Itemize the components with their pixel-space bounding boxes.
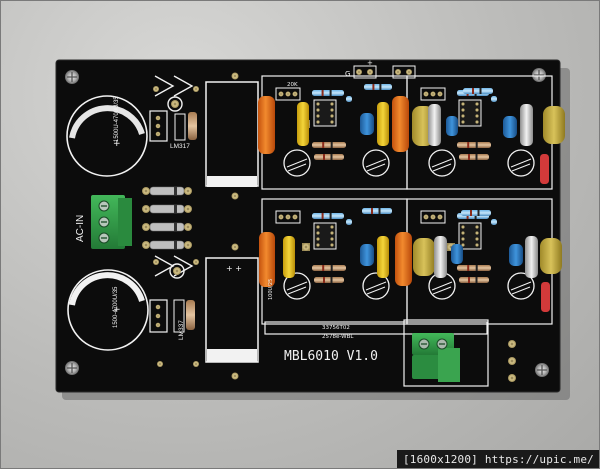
- resistor: [362, 208, 392, 214]
- film-cap-yellow: [283, 236, 295, 278]
- ac-in-terminal-block: [91, 195, 132, 249]
- board-model-label: MBL6010 V1.0: [284, 349, 378, 364]
- regulator-pos-label: LM317: [170, 143, 190, 150]
- ic-socket: [458, 99, 482, 127]
- part-sub-label: 2578e-WBL: [322, 334, 354, 340]
- box-cap-blue: [446, 116, 458, 136]
- resistor: [312, 90, 344, 96]
- resistor: [491, 96, 497, 102]
- svg-text:+ +: + +: [226, 264, 242, 273]
- filter-cap-outline-top: [66, 95, 148, 177]
- mount-screws: [65, 68, 549, 377]
- box-cap-blue: [360, 244, 374, 266]
- part-code-label: 33756T02: [322, 325, 350, 331]
- ic-socket: [313, 222, 337, 250]
- film-cap-orange: [392, 96, 409, 152]
- trim-pot-outline: [420, 210, 446, 224]
- filter-cap-label-bottom: 1500-4700U/35: [113, 286, 119, 328]
- film-cap-olive: [413, 238, 435, 276]
- box-cap-blue: [451, 244, 463, 264]
- resistor: [364, 84, 392, 90]
- film-cap-silver: [428, 104, 441, 146]
- film-cap-silver: [434, 236, 447, 278]
- film-cap-olive: [543, 106, 565, 144]
- electrolytic-cap-outline: [507, 149, 535, 177]
- pad-plus-label: +: [367, 59, 373, 67]
- film-cap-orange: [259, 232, 275, 287]
- pot-label: 20K: [287, 82, 298, 88]
- box-cap-blue: [360, 113, 374, 135]
- amplifier-channels: [258, 84, 565, 312]
- film-cap-orange: [258, 96, 275, 154]
- electrolytic-cap-outline: [283, 149, 311, 177]
- resistor: [314, 277, 344, 283]
- rectifier-diodes: [142, 186, 192, 250]
- resistor: [457, 142, 491, 148]
- electrolytic-cap-outline: [507, 272, 535, 300]
- ac-in-label: AC-IN: [75, 215, 86, 242]
- pad-g-label: G: [345, 70, 350, 78]
- electrolytic-cap-outline: [428, 149, 456, 177]
- film-cap-silver: [520, 104, 533, 146]
- watermark: [1600x1200] https://upic.me/: [396, 450, 600, 469]
- resistor: [459, 277, 489, 283]
- output-terminal-block: [412, 333, 460, 382]
- trim-pot-outline: [420, 87, 446, 101]
- filter-cap-outline-bottom: [67, 269, 149, 351]
- ic-socket: [458, 222, 482, 250]
- top-input-pads: [353, 65, 416, 79]
- resistor: [463, 88, 493, 94]
- resistor: [459, 154, 489, 160]
- led-pad-top: [154, 75, 194, 112]
- resistor: [461, 210, 491, 216]
- electrolytic-cap-outline: [362, 149, 390, 177]
- trim-pot-outline: [275, 210, 301, 224]
- filter-cap-label-top: 1500U-4700U/35: [114, 96, 120, 142]
- cap-100u-label: 100U/25: [268, 279, 274, 300]
- svg-text:+: +: [113, 305, 121, 315]
- resistor: [312, 213, 344, 219]
- box-cap-blue: [503, 116, 517, 138]
- resistor: [346, 96, 352, 102]
- film-cap-yellow: [377, 102, 389, 146]
- electrolytic-cap-outline: [283, 272, 311, 300]
- resistor: [491, 219, 497, 225]
- resistor: [312, 265, 346, 271]
- film-cap-yellow: [297, 102, 309, 146]
- electrolytic-cap-outline: [362, 272, 390, 300]
- resistor: [457, 265, 491, 271]
- film-cap-orange: [395, 232, 412, 286]
- film-cap-silver: [525, 236, 538, 278]
- resistor-red: [540, 154, 549, 184]
- resistor: [346, 219, 352, 225]
- film-cap-olive: [540, 238, 562, 274]
- film-cap-yellow: [377, 236, 389, 278]
- svg-text:+: +: [113, 139, 121, 149]
- resistor: [312, 142, 346, 148]
- ic-socket: [313, 99, 337, 127]
- box-cap-blue: [509, 244, 523, 266]
- resistor: [314, 154, 344, 160]
- resistor-red: [541, 282, 550, 312]
- regulator-neg-label: LM337: [178, 320, 185, 340]
- trim-pot-outline: [275, 87, 301, 101]
